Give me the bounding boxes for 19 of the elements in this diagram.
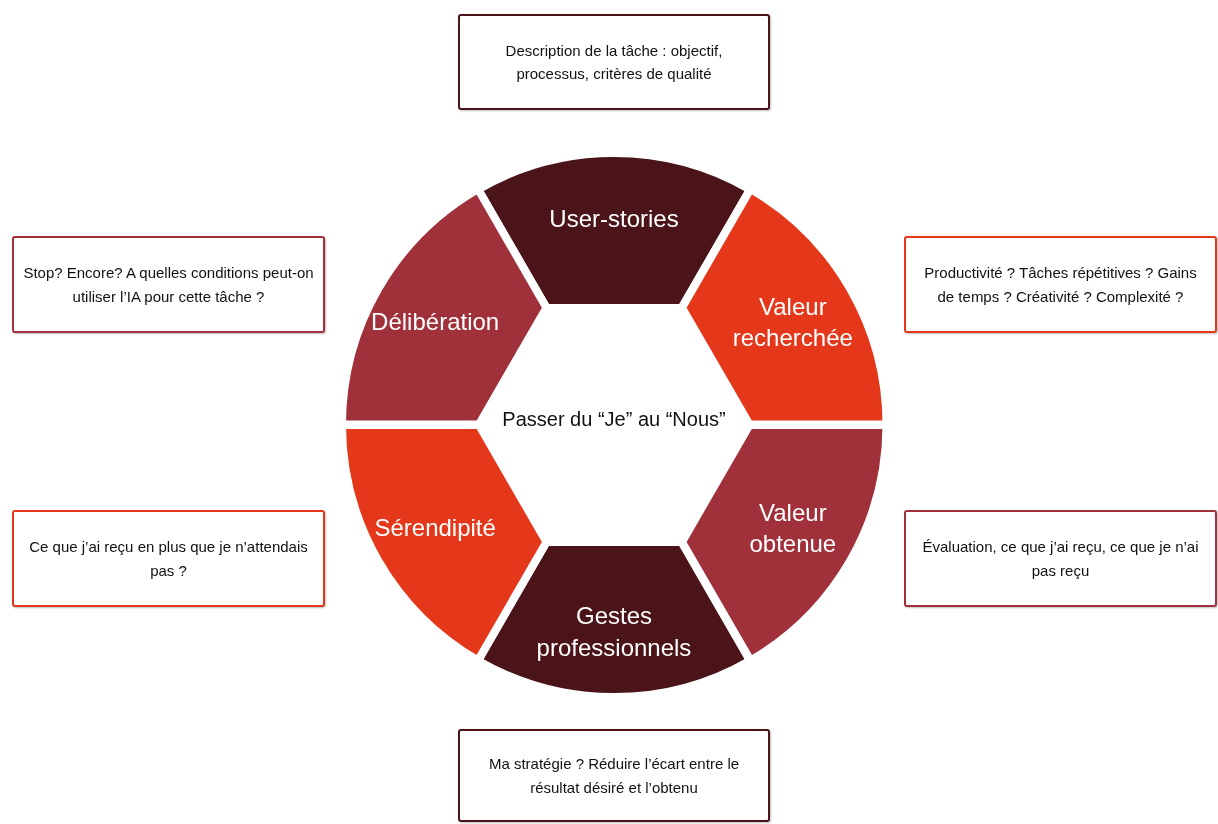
note-box — [458, 729, 770, 822]
center-label: Passer du “Je” au “Nous” — [502, 407, 726, 431]
segment-label: Gestes professionnels — [535, 601, 693, 663]
note-text: Description de la tâche : objectif, processus, critères de qualité — [504, 40, 724, 84]
segment-label: Délibération — [370, 307, 501, 338]
note-text: Évaluation, ce que j’ai reçu, ce que je n’ai pas reçu — [921, 537, 1200, 581]
note-box — [12, 510, 325, 607]
note-text: Productivité ? Tâches répétitives ? Gains de temps ? Créativité ? Complexité ? — [923, 263, 1198, 307]
note-box — [904, 510, 1217, 607]
segment-label: User-stories — [548, 203, 680, 234]
note-text: Ma stratégie ? Réduire l’écart entre le résultat désiré et l’obtenu — [487, 754, 741, 798]
note-text: Stop? Encore? A quelles conditions peut-on utiliser l’IA pour cette tâche ? — [22, 263, 315, 307]
note-box — [12, 236, 325, 333]
note-text: Ce que j’ai reçu en plus que je n’attendais pas ? — [28, 537, 309, 581]
note-box — [904, 236, 1217, 333]
segment-label: Valeur obtenue — [748, 498, 838, 560]
segment-label: Valeur recherchée — [731, 291, 854, 353]
note-box — [458, 14, 770, 110]
segment-label: Sérendipité — [373, 513, 497, 544]
